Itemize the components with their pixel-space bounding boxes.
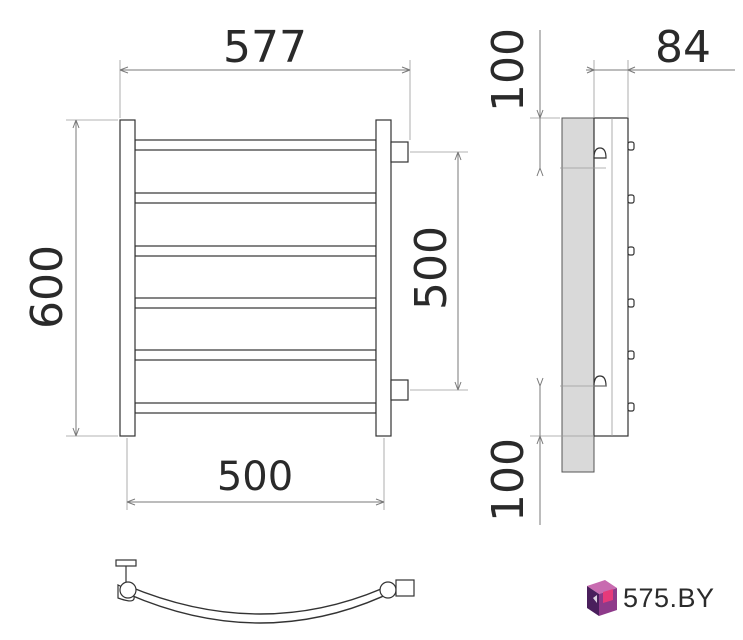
logo-cube-icon <box>587 580 617 616</box>
side-view: 84 100 100 <box>483 22 735 525</box>
rail-2 <box>134 192 377 204</box>
dim-depth: 84 <box>586 22 735 118</box>
rail-6 <box>134 402 377 414</box>
side-rail-ends <box>627 141 635 412</box>
rail-4 <box>134 297 377 309</box>
dim-connection-spacing: 500 <box>406 151 468 391</box>
depth-label: 84 <box>655 22 711 73</box>
rail-5 <box>134 349 377 361</box>
top-view-connector <box>395 579 415 597</box>
top-view <box>115 559 415 624</box>
right-upright <box>375 119 392 437</box>
dim-rail-width: 500 <box>126 438 385 510</box>
bottom-offset-label: 100 <box>483 438 534 522</box>
side-top-connector <box>593 147 607 159</box>
top-connector <box>390 141 409 163</box>
top-offset-label: 100 <box>483 28 534 112</box>
overall-height-label: 600 <box>22 245 73 329</box>
dim-overall-height: 600 <box>22 119 118 437</box>
dim-bottom-offset: 100 <box>483 377 594 525</box>
dim-overall-width: 577 <box>119 22 411 140</box>
rail-3 <box>134 245 377 257</box>
front-view: 577 600 500 500 <box>22 22 468 510</box>
wall <box>561 117 595 473</box>
site-logo: 575.BY <box>583 572 715 624</box>
overall-width-label: 577 <box>223 22 307 73</box>
top-view-bracket <box>115 559 137 567</box>
rails <box>134 139 377 414</box>
connection-spacing-label: 500 <box>406 226 457 310</box>
side-profile <box>593 117 629 437</box>
rail-1 <box>134 139 377 151</box>
logo-text: 575.BY <box>623 582 715 613</box>
left-upright <box>119 119 136 437</box>
dim-top-offset: 100 <box>483 28 560 177</box>
side-bottom-connector <box>593 375 607 387</box>
bottom-connector <box>390 379 409 401</box>
rail-width-label: 500 <box>217 454 293 500</box>
